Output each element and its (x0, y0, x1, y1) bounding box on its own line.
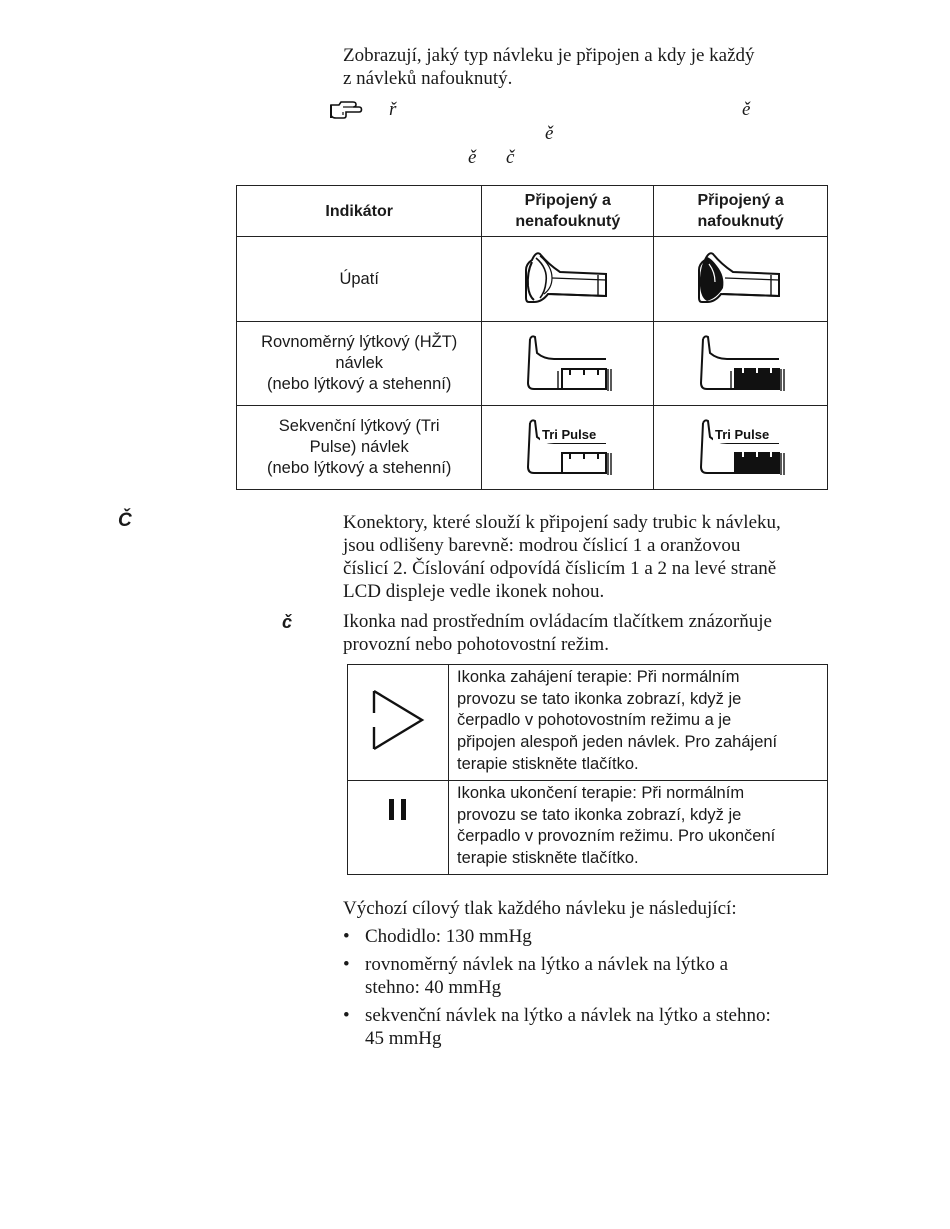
description-line: připojen alespoň jeden návlek. Pro zaháj… (457, 733, 778, 752)
list-item: sekvenční návlek na lýtko a návlek na lý… (343, 1004, 843, 1050)
list-item: rovnoměrný návlek na lýtko a návlek na l… (343, 953, 843, 999)
description-line: čerpadlo v pohotovostním režimu a je (457, 711, 732, 730)
list-item: Chodidlo: 130 mmHg (343, 925, 843, 948)
list-item-line: sekvenční návlek na lýtko a návlek na lý… (365, 1005, 771, 1026)
paragraph-line: Konektory, které slouží k připojení sady… (343, 512, 781, 533)
pressure-intro: Výchozí cílový tlak každého návleku je n… (343, 898, 737, 919)
pause-icon (347, 780, 449, 875)
pressure-section: Výchozí cílový tlak každého návleku je n… (343, 897, 843, 1055)
icon-paragraph: Ikonka nad prostředním ovládacím tlačítk… (343, 610, 843, 656)
note-char: ě (545, 123, 554, 144)
table-row: Ikonka zahájení terapie: Při normálním p… (347, 664, 828, 781)
foot-cuff-deflated-icon (481, 236, 655, 322)
row-label-line: návlek (335, 354, 384, 372)
paragraph-line: jsou odlišeny barevně: modrou číslicí 1 … (343, 535, 741, 556)
note-char: ě (742, 99, 751, 120)
description-line: provozu se tato ikonka zobrazí, když je (457, 805, 742, 824)
indicator-table: Indikátor Připojený a nenafouknutý Připo… (235, 185, 828, 490)
calf-cuff-deflated-icon (481, 321, 655, 406)
intro-line: z návleků nafouknutý. (343, 68, 513, 89)
column-header: Připojený a nenafouknutý (481, 185, 655, 237)
row-label-line: Sekvenční lýtkový (Tri (278, 417, 440, 435)
list-item-line: Chodidlo: 130 mmHg (365, 926, 532, 947)
description-line: Ikonka zahájení terapie: Při normálním (457, 668, 740, 686)
list-item-line: 45 mmHg (365, 1028, 442, 1049)
note-char: ě (468, 147, 477, 168)
note-char: ř (389, 99, 397, 120)
play-icon (347, 664, 449, 781)
row-label-line: Rovnoměrný lýtkový (HŽT) (261, 333, 458, 351)
column-header: Indikátor (235, 185, 483, 237)
table-header-row: Indikátor Připojený a nenafouknutý Připo… (235, 185, 828, 237)
table-row: Sekvenční lýtkový (Tri Pulse) návlek (ne… (235, 405, 828, 490)
icon-table: Ikonka zahájení terapie: Při normálním p… (347, 664, 828, 875)
column-header: Připojený a nafouknutý (653, 185, 828, 237)
tripulse-cuff-inflated-icon: Tri Pulse (653, 405, 828, 490)
description-line: provozu se tato ikonka zobrazí, když je (457, 689, 742, 708)
paragraph-line: číslicí 2. Číslování odpovídá číslicím 1… (343, 558, 777, 579)
intro-paragraph: Zobrazují, jaký typ návleku je připojen … (343, 44, 863, 90)
icon-description: Ikonka ukončení terapie: Při normálním p… (448, 780, 828, 875)
table-row: Úpatí (235, 236, 828, 322)
calf-cuff-inflated-icon (653, 321, 828, 406)
list-item-line: stehno: 40 mmHg (365, 977, 502, 998)
description-line: Ikonka ukončení terapie: Při normálním (457, 784, 745, 802)
tripulse-cuff-deflated-icon: Tri Pulse (481, 405, 655, 490)
intro-line: Zobrazují, jaký typ návleku je připojen … (343, 45, 755, 66)
pressure-list: Chodidlo: 130 mmHg rovnoměrný návlek na … (343, 925, 843, 1050)
description-line: čerpadlo v provozním režimu. Pro ukončen… (457, 827, 776, 846)
tri-pulse-label: Tri Pulse (715, 427, 769, 442)
row-label: Rovnoměrný lýtkový (HŽT) návlek (nebo lý… (235, 321, 483, 406)
list-item-line: rovnoměrný návlek na lýtko a návlek na l… (365, 954, 729, 975)
row-label: Sekvenční lýtkový (Tri Pulse) návlek (ne… (235, 405, 483, 490)
column-header-text: Připojený a nenafouknutý (515, 192, 621, 230)
row-label: Úpatí (235, 236, 483, 322)
icon-description: Ikonka zahájení terapie: Při normálním p… (448, 664, 828, 781)
connectors-paragraph: Konektory, které slouží k připojení sady… (343, 511, 843, 603)
paragraph-line: LCD displeje vedle ikonek nohou. (343, 581, 605, 602)
description-line: terapie stiskněte tlačítko. (457, 849, 639, 868)
margin-heading-connectors: Č (118, 510, 132, 531)
column-header-text: Připojený a nafouknutý (697, 192, 784, 230)
table-row: Rovnoměrný lýtkový (HŽT) návlek (nebo lý… (235, 321, 828, 406)
paragraph-line: provozní nebo pohotovostní režim. (343, 634, 609, 655)
description-line: terapie stiskněte tlačítko. (457, 754, 639, 773)
tri-pulse-label: Tri Pulse (542, 427, 596, 442)
foot-cuff-inflated-icon (653, 236, 828, 322)
table-row: Ikonka ukončení terapie: Při normálním p… (347, 780, 828, 875)
row-label-line: Pulse) návlek (309, 438, 409, 456)
row-label-line: (nebo lýtkový a stehenní) (267, 375, 452, 393)
note-char: č (506, 147, 515, 168)
paragraph-line: Ikonka nad prostředním ovládacím tlačítk… (343, 611, 772, 632)
pointing-hand-icon (329, 99, 363, 121)
margin-heading-icon: č (282, 612, 293, 632)
row-label-line: (nebo lýtkový a stehenní) (267, 459, 452, 477)
